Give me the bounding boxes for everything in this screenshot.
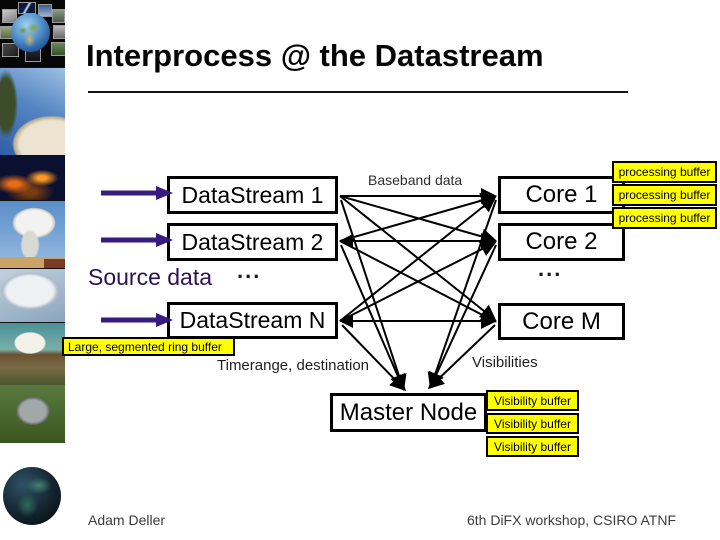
datastream-ellipsis: ... [237,258,262,283]
processing-buffer-3: processing buffer [612,207,717,229]
datastream-n-label: DataStream N [179,307,326,333]
photo-white-dish-daytime [0,200,65,269]
datastream-2-box: DataStream 2 [167,223,338,261]
master-node-box: Master Node [330,393,487,432]
photo-earth-collage [0,0,65,67]
collage-thumbnail [38,4,52,17]
footer-event: 6th DiFX workshop, CSIRO ATNF [466,512,676,528]
photo-radio-dish-blue-sky [0,67,65,156]
core-m-label: Core M [522,307,601,335]
title-underline [88,91,628,93]
photo-dishes-at-night [0,155,65,201]
collage-thumbnail [52,9,65,23]
crossbar-lines [339,188,497,329]
source-data-label: Source data [88,264,213,290]
source-data-arrows [101,186,173,327]
photo-dish-closeup [0,268,65,323]
processing-buffer-2: processing buffer [612,184,717,206]
processing-buffer-1: processing buffer [612,161,717,183]
baseband-data-label: Baseband data [368,172,463,188]
core-2-box: Core 2 [498,223,625,261]
sidebar-photo-strip [0,0,65,540]
slide-title: Interprocess @ the Datastream [86,38,544,73]
earth-icon [11,13,50,52]
earth-globe-icon [3,467,61,525]
visibilities-label: Visibilities [472,354,538,371]
core-1-label: Core 1 [525,181,598,208]
collage-thumbnail [53,25,65,39]
photo-dish-in-green-field [0,385,65,443]
visibility-buffer-1: Visibility buffer [486,390,579,411]
datastream-1-box: DataStream 1 [167,176,338,214]
datastream-2-label: DataStream 2 [181,228,324,255]
core-1-box: Core 1 [498,176,625,214]
core-2-label: Core 2 [525,228,598,255]
collage-thumbnail [51,42,65,56]
photo-dish-on-hillside [0,322,65,386]
collage-thumbnail [2,43,19,57]
visibility-buffer-2: Visibility buffer [486,413,579,434]
master-node-label: Master Node [339,398,478,426]
photo-earth-globe-dark [0,443,65,540]
core-ellipsis: ... [538,256,563,281]
visibility-buffer-3: Visibility buffer [486,436,579,457]
footer-author: Adam Deller [88,512,166,528]
datastream-1-label: DataStream 1 [181,181,324,208]
datastream-n-box: DataStream N [167,302,338,339]
timerange-label: Timerange, destination [217,357,370,374]
core-m-box: Core M [498,303,625,340]
collage-thumbnail [2,9,17,23]
ring-buffer-label: Large, segmented ring buffer [62,337,235,356]
